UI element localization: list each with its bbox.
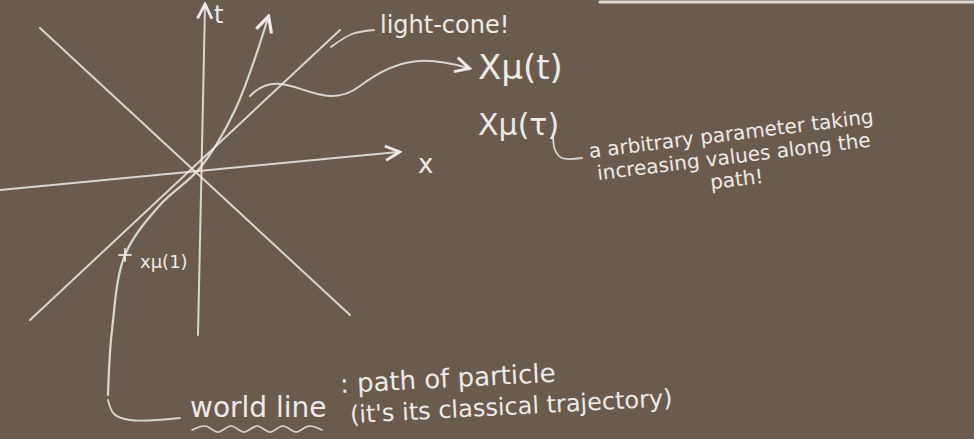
axis-label: t bbox=[214, 2, 223, 30]
term-text: world line bbox=[190, 392, 327, 424]
world-line-hook bbox=[108, 400, 180, 421]
axis-label: x bbox=[418, 150, 433, 180]
formula-text: Xμ(t) bbox=[478, 48, 563, 87]
note-text: a arbitrary parameter taking increasing … bbox=[586, 105, 882, 209]
formula-text: Xμ(τ) bbox=[478, 108, 559, 143]
top-edge-line bbox=[600, 1, 974, 4]
world-line bbox=[108, 18, 268, 395]
x-axis bbox=[0, 152, 398, 190]
point-label: xμ(1) bbox=[140, 252, 188, 273]
point-marker bbox=[124, 249, 126, 261]
note-text: light-cone! bbox=[380, 12, 509, 40]
wavy-arrow bbox=[250, 61, 468, 96]
light-cone-leader bbox=[331, 30, 374, 47]
light-cone-line bbox=[30, 30, 340, 320]
light-cone-line bbox=[40, 28, 350, 315]
world-line-underline bbox=[192, 426, 322, 432]
